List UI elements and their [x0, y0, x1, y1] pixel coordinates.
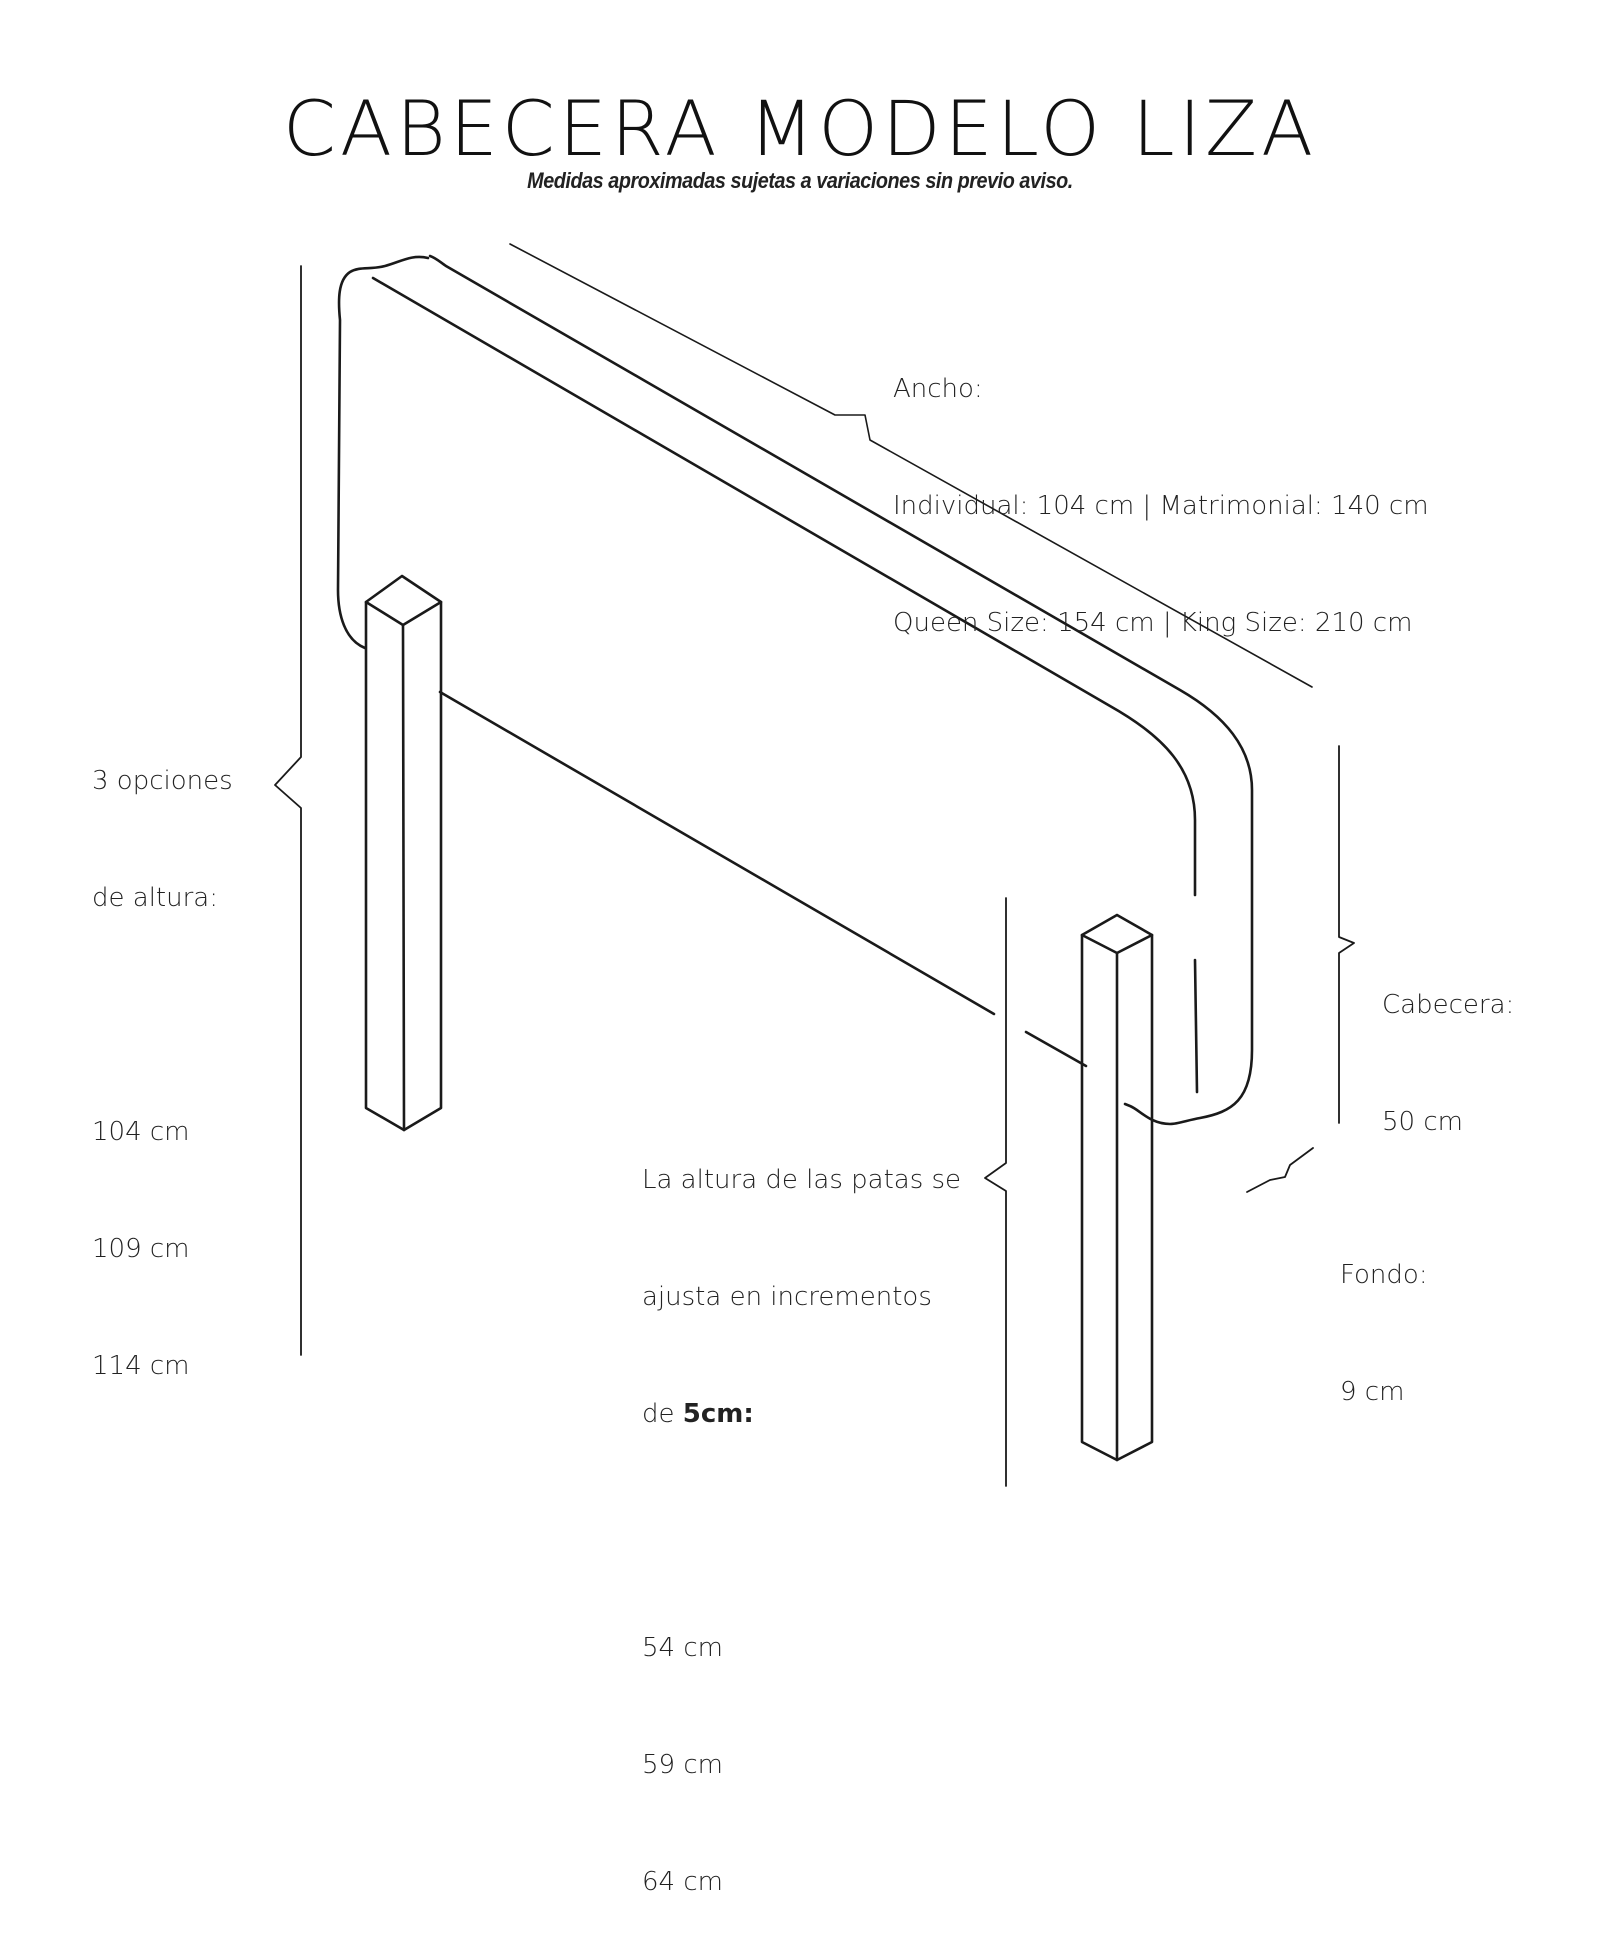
spacer [92, 996, 233, 1035]
depth-dimension-line [1246, 1147, 1314, 1193]
disclaimer-subtitle: Medidas aproximadas sujetas a variacione… [527, 168, 1073, 193]
legs-increment-value: 5cm: [682, 1399, 754, 1429]
headboard-height-dimension-line [1338, 745, 1355, 1124]
headboard-heading: Cabecera: [1382, 990, 1515, 1020]
headboard-value: 50 cm [1382, 1107, 1463, 1137]
width-line-queen-king: Queen Size: 154 cm | King Size: 210 cm [893, 608, 1413, 638]
height-heading-line1: 3 opciones [92, 766, 233, 796]
width-heading: Ancho: [893, 374, 983, 404]
legs-text-line2: ajusta en incrementos [642, 1282, 932, 1312]
legs-text-line1: La altura de las patas se [642, 1165, 962, 1195]
headboard-outline [336, 254, 1254, 1126]
headboard-isometric-drawing [274, 243, 1355, 1487]
width-line-individual-matrimonial: Individual: 104 cm | Matrimonial: 140 cm [893, 491, 1429, 521]
leg-option: 64 cm [642, 1867, 723, 1897]
headboard-bottom-edge [438, 690, 1088, 1068]
right-leg [1080, 913, 1154, 1462]
leg-option: 59 cm [642, 1750, 723, 1780]
leg-option: 54 cm [642, 1633, 723, 1663]
depth-heading: Fondo: [1340, 1260, 1428, 1290]
height-option: 109 cm [92, 1234, 190, 1264]
spacer [642, 1512, 961, 1551]
depth-value: 9 cm [1340, 1377, 1405, 1407]
width-annotation: Ancho: Individual: 104 cm | Matrimonial:… [893, 292, 1429, 682]
legs-text-line3: de 5cm: [642, 1395, 961, 1434]
leg-height-annotation: La altura de las patas se ajusta en incr… [642, 1083, 961, 1941]
left-leg [364, 574, 443, 1132]
legs-text-prefix: de [642, 1399, 683, 1429]
height-dimension-line [274, 265, 302, 1356]
depth-annotation: Fondo: 9 cm [1340, 1178, 1428, 1451]
headboard-front-top-edge [371, 276, 1199, 1094]
width-dimension-line [509, 243, 1313, 688]
leg-height-dimension-line [984, 897, 1007, 1487]
height-option: 104 cm [92, 1117, 190, 1147]
height-option: 114 cm [92, 1351, 190, 1381]
height-heading-line2: de altura: [92, 883, 218, 913]
headboard-height-annotation: Cabecera: 50 cm [1382, 908, 1514, 1181]
page-title: CABECERA MODELO LIZA [282, 84, 1318, 173]
total-height-annotation: 3 opciones de altura: 104 cm 109 cm 114 … [92, 684, 233, 1425]
